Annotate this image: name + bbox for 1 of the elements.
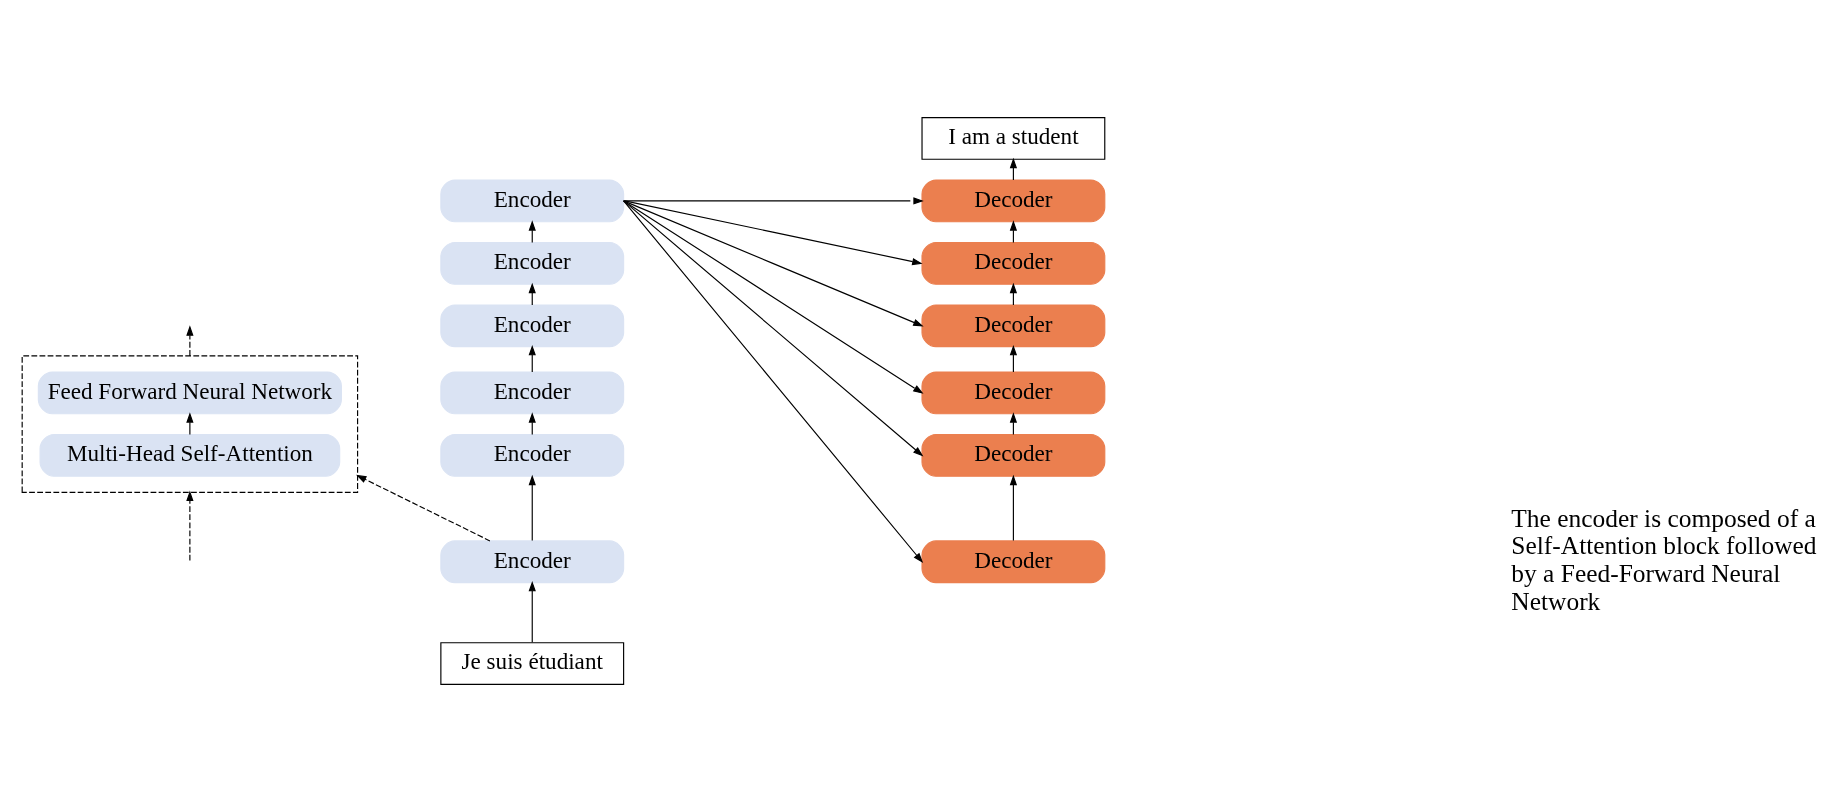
label: The encoder is composed of a Self-Attention block followed by a Feed-Forward Neural Network: [1511, 503, 1817, 616]
